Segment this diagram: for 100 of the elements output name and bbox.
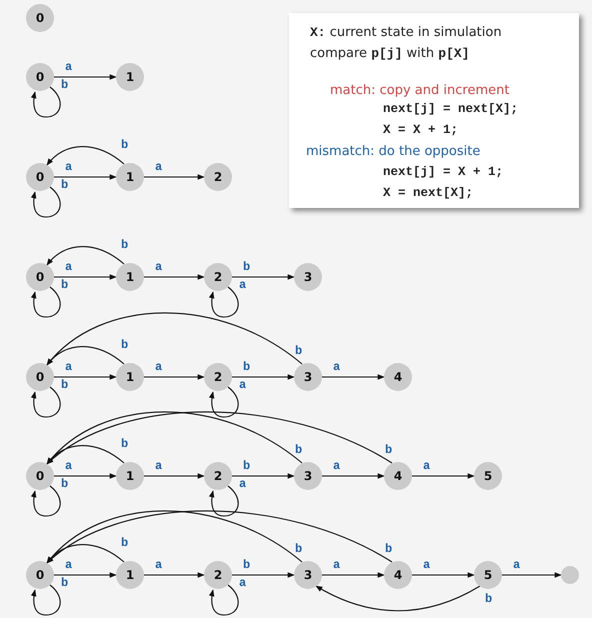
edge-label: a	[154, 361, 164, 373]
arrow	[46, 246, 124, 266]
arrow	[54, 473, 117, 479]
edge-label: a	[64, 161, 74, 173]
arrow	[322, 374, 385, 380]
arrow	[144, 174, 205, 180]
edge-label: b	[242, 261, 252, 273]
arrow	[31, 86, 61, 118]
arrow	[54, 74, 117, 80]
edge-label: a	[238, 279, 248, 291]
state-circle: 1	[116, 63, 144, 91]
arrow	[315, 586, 480, 612]
edge-label: b	[242, 361, 252, 373]
edge-label: a	[154, 460, 164, 472]
edge-label: b	[294, 444, 304, 456]
state-circle: 1	[116, 363, 144, 391]
arrow	[232, 572, 295, 578]
arrow	[46, 146, 124, 166]
edge-label: a	[422, 559, 432, 571]
state-circle: 1	[116, 462, 144, 490]
arrow	[144, 473, 205, 479]
note-text: compare p[j] with p[X]	[310, 46, 470, 62]
arrow	[31, 486, 61, 517]
arrow	[46, 312, 302, 366]
code-line: next[j] = X + 1;	[383, 165, 504, 179]
arrow	[144, 572, 205, 578]
state-circle: 5	[474, 462, 502, 490]
arrow	[412, 572, 475, 578]
arrow	[209, 486, 239, 517]
arrow	[144, 274, 205, 280]
state-circle: 0	[26, 263, 54, 291]
state-circle: 3	[294, 561, 322, 589]
state-circle: 0	[26, 163, 54, 191]
note-box	[289, 13, 579, 208]
edge-label: a	[64, 261, 74, 273]
edge-label: b	[120, 438, 130, 450]
state-circle: 0	[26, 462, 54, 490]
arrow	[232, 274, 295, 280]
state-circle: 5	[474, 561, 502, 589]
edge-label: a	[332, 559, 342, 571]
state-circle: 1	[116, 163, 144, 191]
edge-label: b	[242, 460, 252, 472]
edge-label: a	[154, 261, 164, 273]
edge-label: b	[60, 379, 70, 391]
arrow	[209, 584, 239, 616]
arrow	[46, 544, 124, 564]
arrow	[209, 386, 239, 418]
arrow	[412, 473, 475, 479]
note-text: mismatch: do the opposite	[306, 144, 480, 160]
edge-label: b	[60, 279, 70, 291]
edge-label: b	[120, 139, 130, 151]
code-line: X = next[X];	[383, 186, 474, 200]
arrow	[46, 346, 124, 366]
edge-label: a	[64, 61, 74, 73]
arrow	[46, 510, 392, 564]
state-circle: 1	[116, 561, 144, 589]
arrow	[322, 473, 385, 479]
edge-label: b	[60, 577, 70, 589]
state-circle: 2	[204, 561, 232, 589]
edge-label: b	[60, 79, 70, 91]
edge-label: a	[238, 478, 248, 490]
edge-label: a	[154, 161, 164, 173]
edge-label: a	[64, 559, 74, 571]
edge-label: a	[332, 460, 342, 472]
edge-label: a	[238, 379, 248, 391]
edge-label: a	[422, 460, 432, 472]
arrow	[31, 186, 61, 218]
state-circle: 0	[26, 561, 54, 589]
edge-label: b	[120, 537, 130, 549]
state-circle: 2	[204, 163, 232, 191]
edge-label: b	[484, 593, 494, 605]
state-circle: 0	[26, 363, 54, 391]
circle-node	[561, 566, 579, 584]
state-circle: 4	[384, 462, 412, 490]
arrow	[46, 411, 302, 465]
arrow	[31, 584, 61, 616]
state-circle: 4	[384, 561, 412, 589]
arrow	[322, 572, 385, 578]
state-circle: 0	[26, 63, 54, 91]
edge-label: b	[294, 543, 304, 555]
state-circle: 0	[26, 4, 54, 32]
arrow	[31, 286, 61, 318]
code-line: X = X + 1;	[383, 123, 458, 137]
arrow	[209, 286, 239, 318]
edge-label: a	[154, 559, 164, 571]
arrow	[54, 274, 117, 280]
arrow	[46, 445, 124, 465]
note-text: X: current state in simulation	[310, 25, 502, 41]
edge-label: b	[60, 478, 70, 490]
state-circle: 3	[294, 462, 322, 490]
edge-label: b	[242, 559, 252, 571]
arrow	[232, 473, 295, 479]
edge-label: b	[384, 543, 394, 555]
edge-label: a	[64, 361, 74, 373]
arrow	[31, 386, 61, 418]
edge-label: a	[512, 559, 522, 571]
edge-label: a	[64, 460, 74, 472]
arrow	[54, 174, 117, 180]
edge-label: b	[120, 339, 130, 351]
state-circle: 3	[294, 263, 322, 291]
